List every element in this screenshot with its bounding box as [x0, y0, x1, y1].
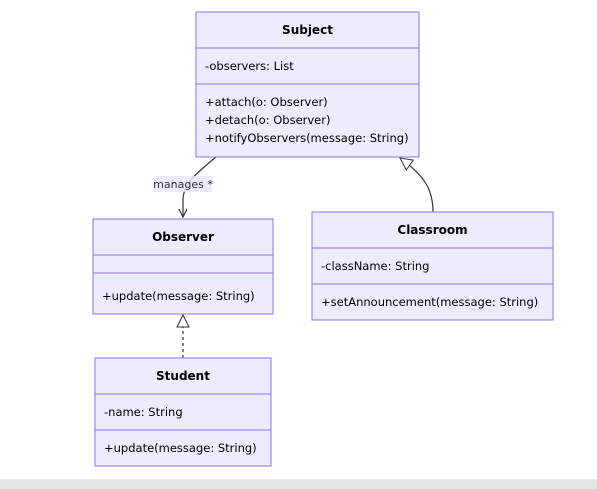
class-box	[92, 218, 274, 315]
class-name: Subject	[282, 23, 333, 37]
class-student[interactable]: Student -name: String +update(message: S…	[94, 357, 272, 467]
attribute: -className: String	[321, 259, 429, 273]
class-box	[311, 211, 554, 321]
attribute: -observers: List	[205, 59, 294, 73]
class-name: Classroom	[397, 223, 467, 237]
class-subject[interactable]: Subject -observers: List +attach(o: Obse…	[195, 11, 420, 158]
edges-layer: manages *	[153, 156, 434, 358]
method: +detach(o: Observer)	[205, 113, 330, 127]
class-classroom[interactable]: Classroom -className: String +setAnnounc…	[311, 211, 554, 321]
class-observer[interactable]: Observer +update(message: String)	[92, 218, 274, 315]
method: +setAnnouncement(message: String)	[321, 295, 538, 309]
class-name: Observer	[152, 230, 214, 244]
class-box	[94, 357, 272, 467]
method: +update(message: String)	[104, 441, 257, 455]
bottom-scrollbar-track[interactable]	[0, 479, 597, 489]
inheritance-edge-classroom-subject	[400, 158, 434, 213]
method: +attach(o: Observer)	[205, 95, 328, 109]
method: +update(message: String)	[102, 289, 255, 303]
association-label-bg	[154, 176, 212, 192]
class-name: Student	[156, 369, 210, 383]
method: +notifyObservers(message: String)	[205, 131, 409, 145]
association-label-manages: manages *	[153, 178, 213, 191]
attribute: -name: String	[104, 405, 183, 419]
